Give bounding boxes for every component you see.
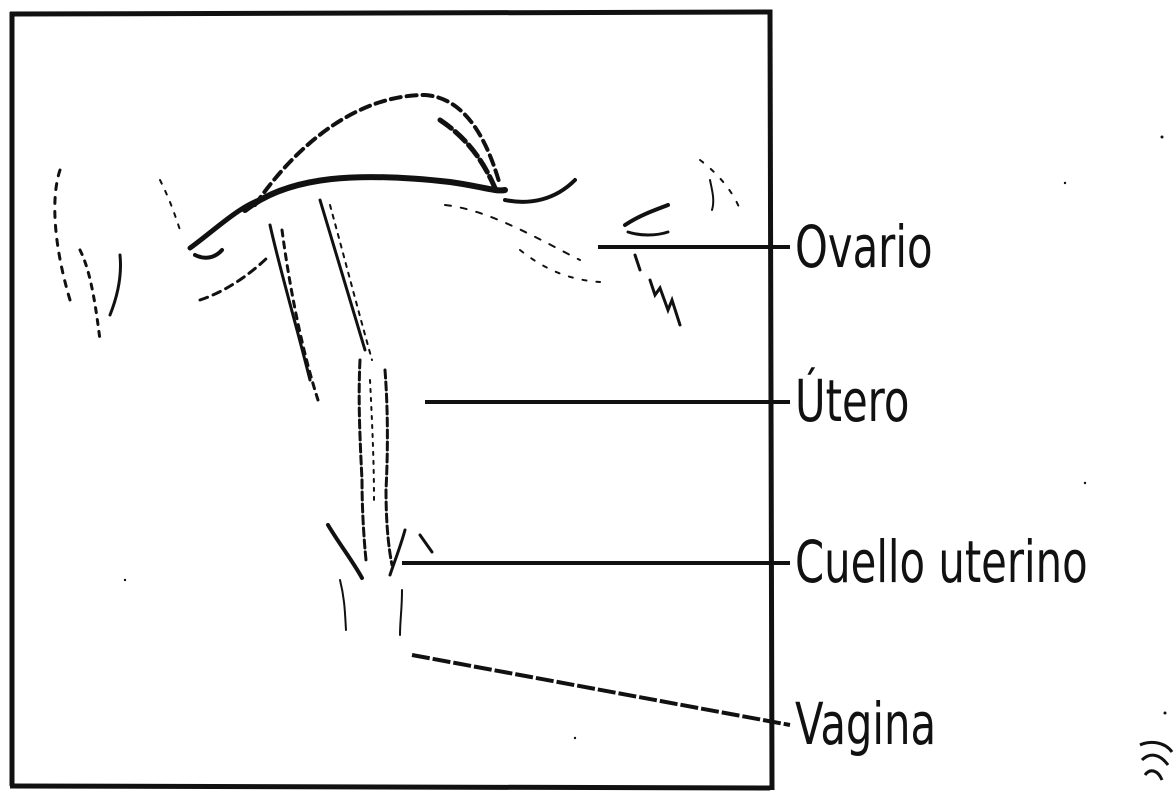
label-cuello-uterino: Cuello uterino	[795, 533, 1088, 591]
scan-specks	[124, 136, 1167, 740]
leader-line-vagina	[412, 655, 790, 725]
label-utero: Útero	[795, 372, 909, 430]
leader-lines	[402, 247, 790, 725]
uterus-sketch	[55, 95, 740, 635]
label-vagina: Vagina	[795, 695, 936, 753]
label-ovario: Ovario	[795, 218, 932, 276]
logo-fragment	[1140, 742, 1172, 780]
